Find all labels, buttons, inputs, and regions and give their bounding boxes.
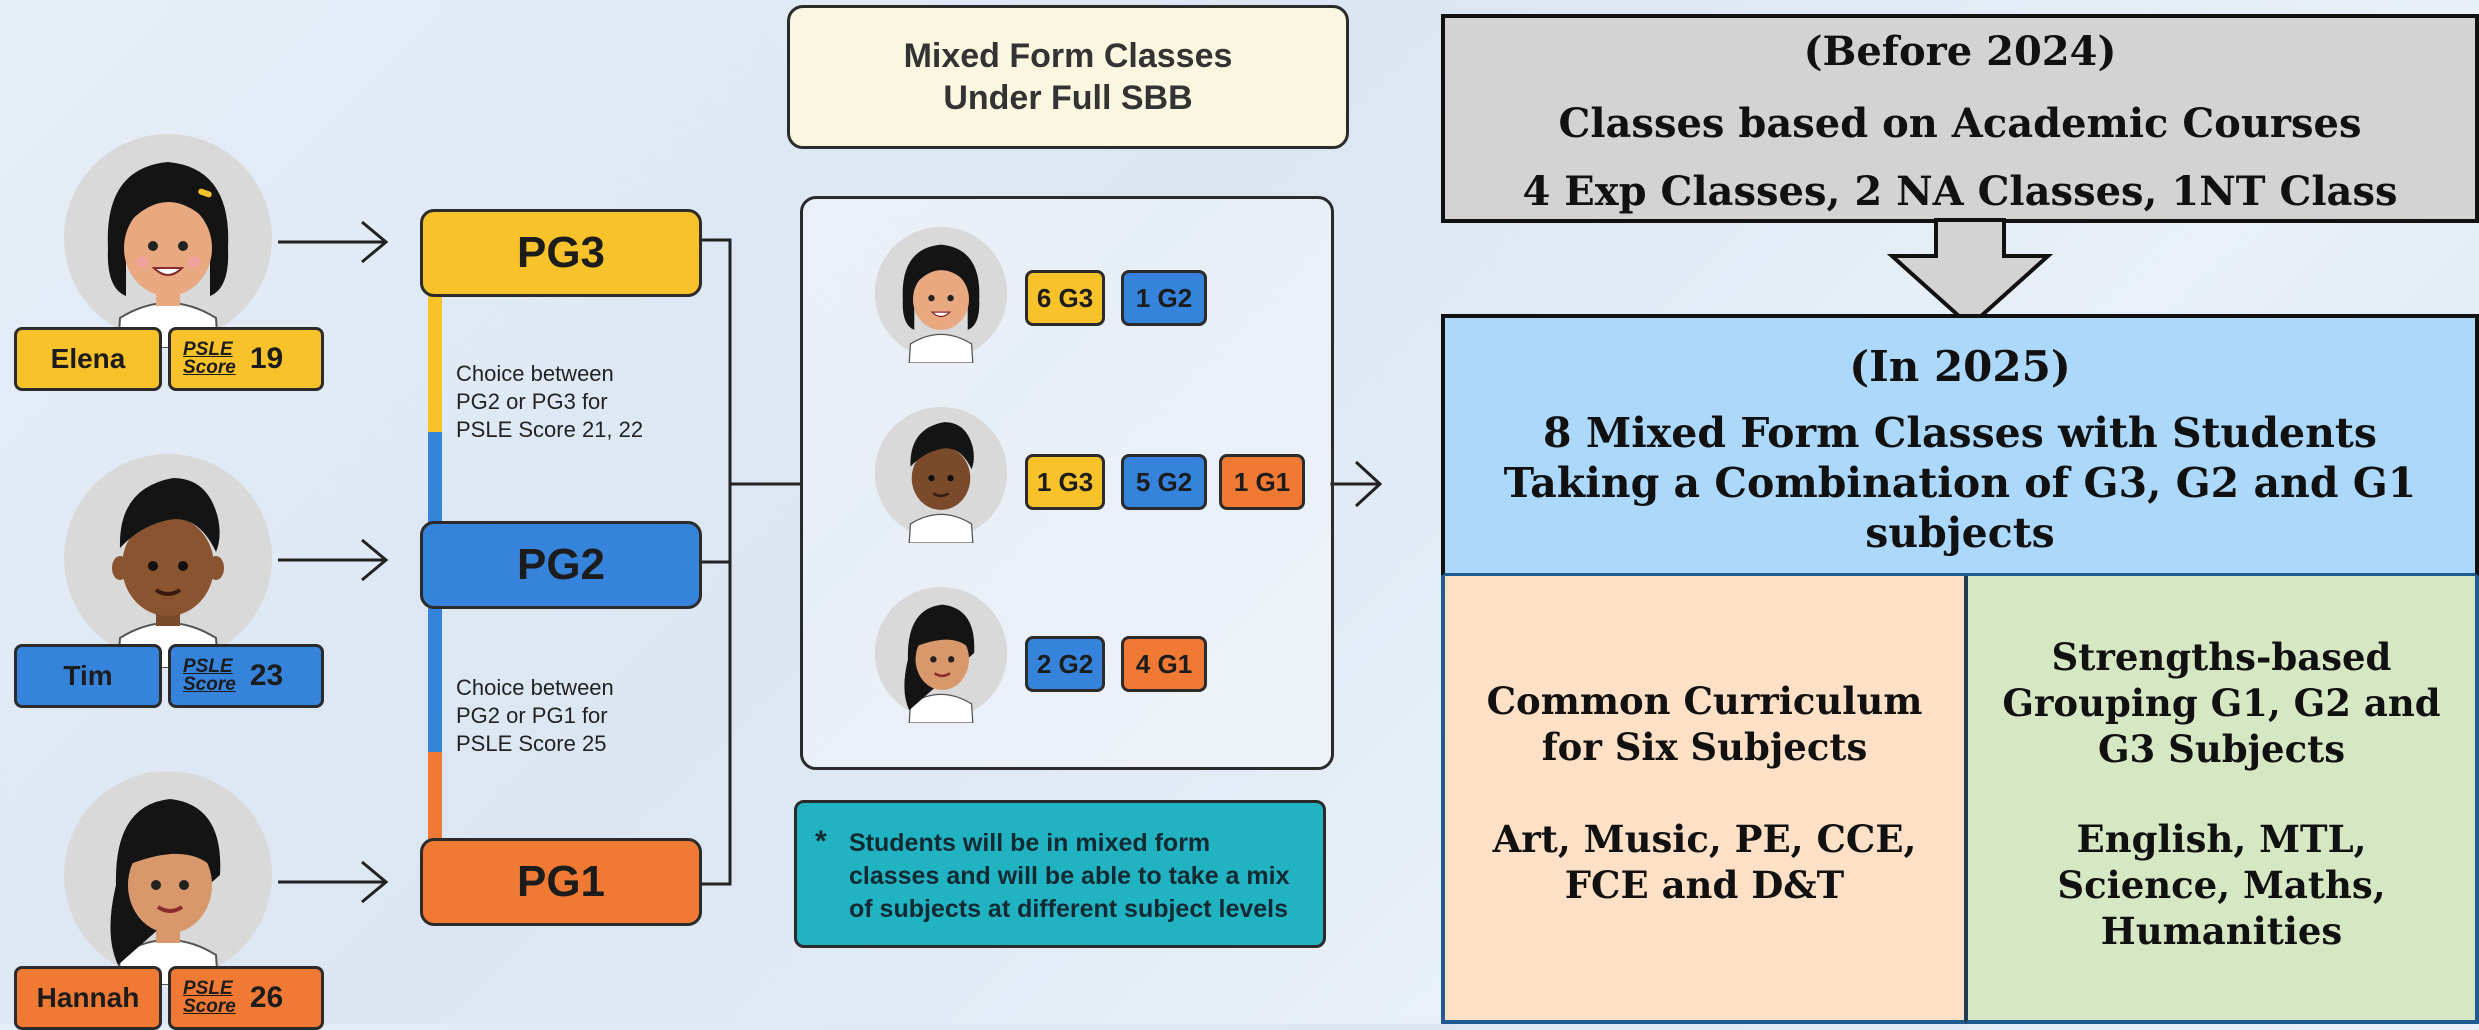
elena-avatar-icon [64,134,272,348]
mixed-form-classes-title: Mixed Form Classes Under Full SBB [787,5,1349,149]
student-name-tim: Tim [14,644,162,708]
strengths-subjects-line2: Science, Maths, [2057,863,2386,907]
note-line: of subjects at different subject levels [849,895,1289,923]
choice-upper-line: Choice between [456,361,614,386]
choice-lower-line: PG2 or PG1 for [456,703,608,728]
common-subjects: Art, Music, PE, CCE, FCE and D&T [1459,816,1950,908]
girl-avatar-2-icon [874,586,1008,723]
title-line1: Mixed Form Classes [903,37,1233,75]
psle-label-line1: PSLE [183,339,233,360]
psle-score-label: PSLE Score [183,656,236,695]
choice-upper-line: PSLE Score 21, 22 [456,417,644,442]
strengths-title-line1: Strengths-based [2051,635,2392,679]
note-box: * Students will be in mixed form classes… [794,800,1326,948]
chip-row3-g2: 2 G2 [1025,636,1105,692]
psle-label-line1: PSLE [183,978,233,999]
before-2024-box: (Before 2024) Classes based on Academic … [1441,14,2479,223]
in2025-heading: (In 2025) [1849,342,2071,391]
diagram-connectors [278,220,1383,904]
note-line: Students will be in mixed form [849,829,1211,857]
common-title-line1: Common Curriculum [1486,679,1923,723]
psle-label-line2: Score [183,357,236,378]
common-subjects-line2: FCE and D&T [1564,863,1845,907]
psle-score-label: PSLE Score [183,339,236,378]
tim-avatar-icon [64,454,272,668]
strengths-subjects: English, MTL, Science, Maths, Humanities [1982,816,2461,954]
in-2025-box: (In 2025) 8 Mixed Form Classes with Stud… [1441,314,2479,576]
pg3-box: PG3 [420,209,702,297]
pg2-box: PG2 [420,521,702,609]
strengths-grouping-title: Strengths-based Grouping G1, G2 and G3 S… [1982,634,2461,772]
choice-lower-line: PSLE Score 25 [456,731,607,756]
choice-lower-text: Choice between PG2 or PG1 for PSLE Score… [456,674,614,758]
common-curriculum-title: Common Curriculum for Six Subjects [1459,678,1950,770]
before-line2: 4 Exp Classes, 2 NA Classes, 1NT Class [1522,168,2398,215]
psle-label-line1: PSLE [183,656,233,677]
in2025-line1: 8 Mixed Form Classes with Students [1543,409,2377,457]
title-line2: Under Full SBB [943,79,1193,117]
before-heading: (Before 2024) [1803,28,2117,75]
strengths-subjects-line1: English, MTL, [2076,817,2367,861]
down-arrow-icon [1886,218,2054,329]
psle-score-elena: PSLE Score 19 [168,327,324,391]
chip-row3-g1: 4 G1 [1121,636,1207,692]
psle-score-tim: PSLE Score 23 [168,644,324,708]
chip-row2-g1: 1 G1 [1219,454,1305,510]
before-line1: Classes based on Academic Courses [1558,100,2362,147]
common-subjects-line1: Art, Music, PE, CCE, [1492,817,1917,861]
in2025-description: 8 Mixed Form Classes with Students Takin… [1465,408,2455,558]
chip-row1-g2: 1 G2 [1121,270,1207,326]
boy-avatar-icon [874,406,1008,543]
strengths-grouping-cell: Strengths-based Grouping G1, G2 and G3 S… [1966,576,2479,1024]
psle-score-value: 26 [249,981,284,1014]
note-star-icon: * [815,825,827,858]
pg1-box: PG1 [420,838,702,926]
choice-lower-line: Choice between [456,675,614,700]
note-line: classes and will be able to take a mix [849,862,1290,890]
girl-avatar-icon [874,226,1008,363]
student-name-elena: Elena [14,327,162,391]
strengths-title-line3: G3 Subjects [2097,727,2346,771]
in2025-line3: subjects [1865,509,2055,557]
student-name-hannah: Hannah [14,966,162,1030]
choice-upper-text: Choice between PG2 or PG3 for PSLE Score… [456,360,643,444]
chip-row2-g3: 1 G3 [1025,454,1105,510]
strengths-title-line2: Grouping G1, G2 and [2002,681,2441,725]
choice-upper-line: PG2 or PG3 for [456,389,608,414]
chip-row2-g2: 5 G2 [1121,454,1207,510]
psle-label-line2: Score [183,674,236,695]
psle-label-line2: Score [183,996,236,1017]
hannah-avatar-icon [64,771,272,985]
in2025-line2: Taking a Combination of G3, G2 and G1 [1503,459,2417,507]
common-title-line2: for Six Subjects [1541,725,1868,769]
psle-score-label: PSLE Score [183,978,236,1017]
psle-score-value: 19 [249,342,284,375]
chip-row1-g3: 6 G3 [1025,270,1105,326]
common-curriculum-cell: Common Curriculum for Six Subjects Art, … [1441,576,1966,1024]
class-composition-box: 6 G3 1 G2 1 G3 5 G2 1 G1 2 G2 4 G1 [800,196,1334,770]
psle-score-value: 23 [249,659,284,692]
psle-score-hannah: PSLE Score 26 [168,966,324,1030]
strengths-subjects-line3: Humanities [2100,909,2343,953]
